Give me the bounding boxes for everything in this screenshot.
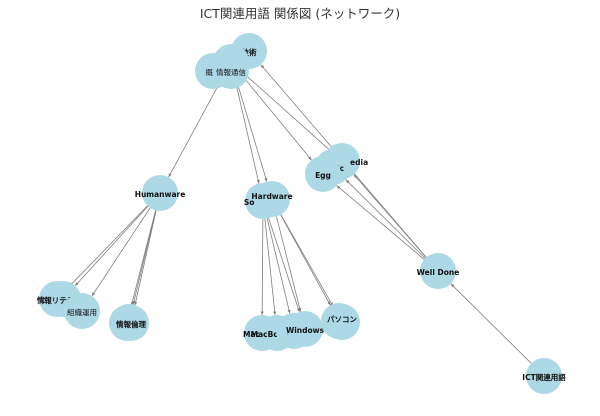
node-label: パソコン — [327, 314, 357, 324]
node-label: 情報倫理 — [115, 319, 146, 329]
edge-humanware-to-h2 — [74, 206, 149, 286]
node-circle — [254, 181, 290, 217]
node-circle — [113, 305, 149, 341]
node-circle — [526, 358, 562, 394]
node-s4[interactable]: Windows — [286, 311, 325, 347]
node-humanware[interactable]: Humanware — [135, 175, 186, 211]
node-label: Egg — [315, 171, 331, 180]
node-h6[interactable]: 情報倫理 — [113, 305, 149, 341]
edge-humanware-to-h5 — [132, 210, 157, 305]
edge-top2-to-hardware — [235, 79, 268, 182]
edge-humanware-to-h1 — [69, 205, 148, 287]
edge-software-to-s1 — [260, 218, 264, 316]
node-circle — [142, 175, 178, 211]
edge-software-to-s4 — [268, 217, 300, 313]
edge-hardware-to-s5 — [280, 214, 331, 306]
node-label: 組織運用 — [67, 307, 97, 317]
node-s6[interactable]: パソコン — [324, 304, 360, 340]
edge-software-to-s3 — [266, 218, 291, 314]
node-label: 技術 — [242, 47, 257, 57]
node-ict[interactable]: ICT関連用語 — [522, 358, 566, 394]
edge-humanware-to-h6 — [134, 210, 157, 306]
node-label: 情報通信 — [216, 67, 246, 77]
edge-humanware-to-h3 — [91, 207, 151, 297]
diagram-title: ICT関連用語 関係図 (ネットワーク) — [199, 6, 401, 21]
edge-top2-to-humanware — [168, 77, 223, 178]
edge-ict-to-welldone — [450, 283, 532, 364]
node-h3[interactable]: 組織運用 — [64, 293, 100, 329]
node-circle — [420, 253, 456, 289]
node-hardware[interactable]: Hardware — [251, 181, 293, 217]
node-label: Windows — [286, 326, 325, 335]
node-label: Well Done — [417, 268, 460, 277]
edge-welldone-to-basic — [345, 179, 426, 259]
node-label: Humanware — [135, 190, 186, 199]
edge-top2-to-software — [234, 79, 260, 184]
node-label: Hardware — [251, 192, 292, 201]
node-egg[interactable]: Egg — [305, 156, 341, 192]
edge-software-to-s2 — [264, 218, 277, 316]
node-circle — [287, 311, 323, 347]
edge-welldone-to-egg — [336, 185, 425, 260]
edge-hardware-to-s6 — [280, 214, 334, 307]
node-welldone[interactable]: Well Done — [417, 253, 460, 289]
node-label: ICT関連用語 — [522, 372, 566, 382]
node-circle — [64, 293, 100, 329]
node-top4[interactable]: 情報通信 — [213, 53, 249, 89]
edge-top2-to-egg — [242, 75, 312, 161]
node-label: 情報リテラシー — [36, 295, 89, 305]
edge-layer — [69, 64, 532, 364]
edge-crossmedia-to-top2 — [244, 73, 329, 150]
edge-humanware-to-h4 — [130, 210, 156, 306]
edge-hardware-to-s4 — [276, 216, 302, 312]
node-circle — [305, 156, 341, 192]
node-circle — [213, 53, 249, 89]
node-circle — [324, 304, 360, 340]
